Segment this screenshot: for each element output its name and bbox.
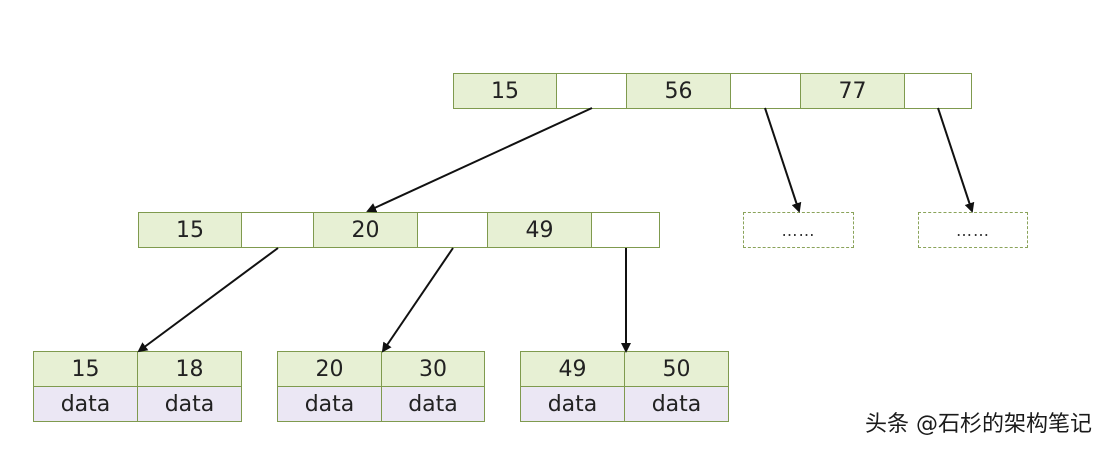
internal-key-2: 20 — [313, 212, 418, 248]
leaf-2-data-1: data — [277, 386, 382, 422]
arrow-root-to-placeholder-1 — [764, 107, 802, 213]
watermark-text: 头条 @石杉的架构笔记 — [865, 412, 1092, 437]
root-key-3: 77 — [800, 73, 905, 109]
root-key-2: 56 — [626, 73, 731, 109]
arrow-internal-to-leaf-1 — [137, 247, 279, 353]
leaf-2-data-2: data — [381, 386, 485, 422]
leaf-3-key-2: 50 — [624, 351, 729, 387]
internal-pointer-3 — [591, 212, 660, 248]
leaf-1-key-1: 15 — [33, 351, 138, 387]
leaf-3-data-2: data — [624, 386, 729, 422]
placeholder-node-1: …… — [743, 212, 854, 248]
leaf-1-key-2: 18 — [137, 351, 242, 387]
arrow-root-to-internal — [366, 107, 593, 213]
arrow-root-to-placeholder-2 — [937, 107, 975, 213]
internal-key-3: 49 — [487, 212, 592, 248]
root-pointer-3 — [904, 73, 972, 109]
root-key-1: 15 — [453, 73, 557, 109]
arrow-internal-to-leaf-2 — [381, 247, 454, 353]
leaf-3-data-1: data — [520, 386, 625, 422]
leaf-3-key-1: 49 — [520, 351, 625, 387]
internal-key-1: 15 — [138, 212, 242, 248]
leaf-1-data-2: data — [137, 386, 242, 422]
leaf-1-data-1: data — [33, 386, 138, 422]
